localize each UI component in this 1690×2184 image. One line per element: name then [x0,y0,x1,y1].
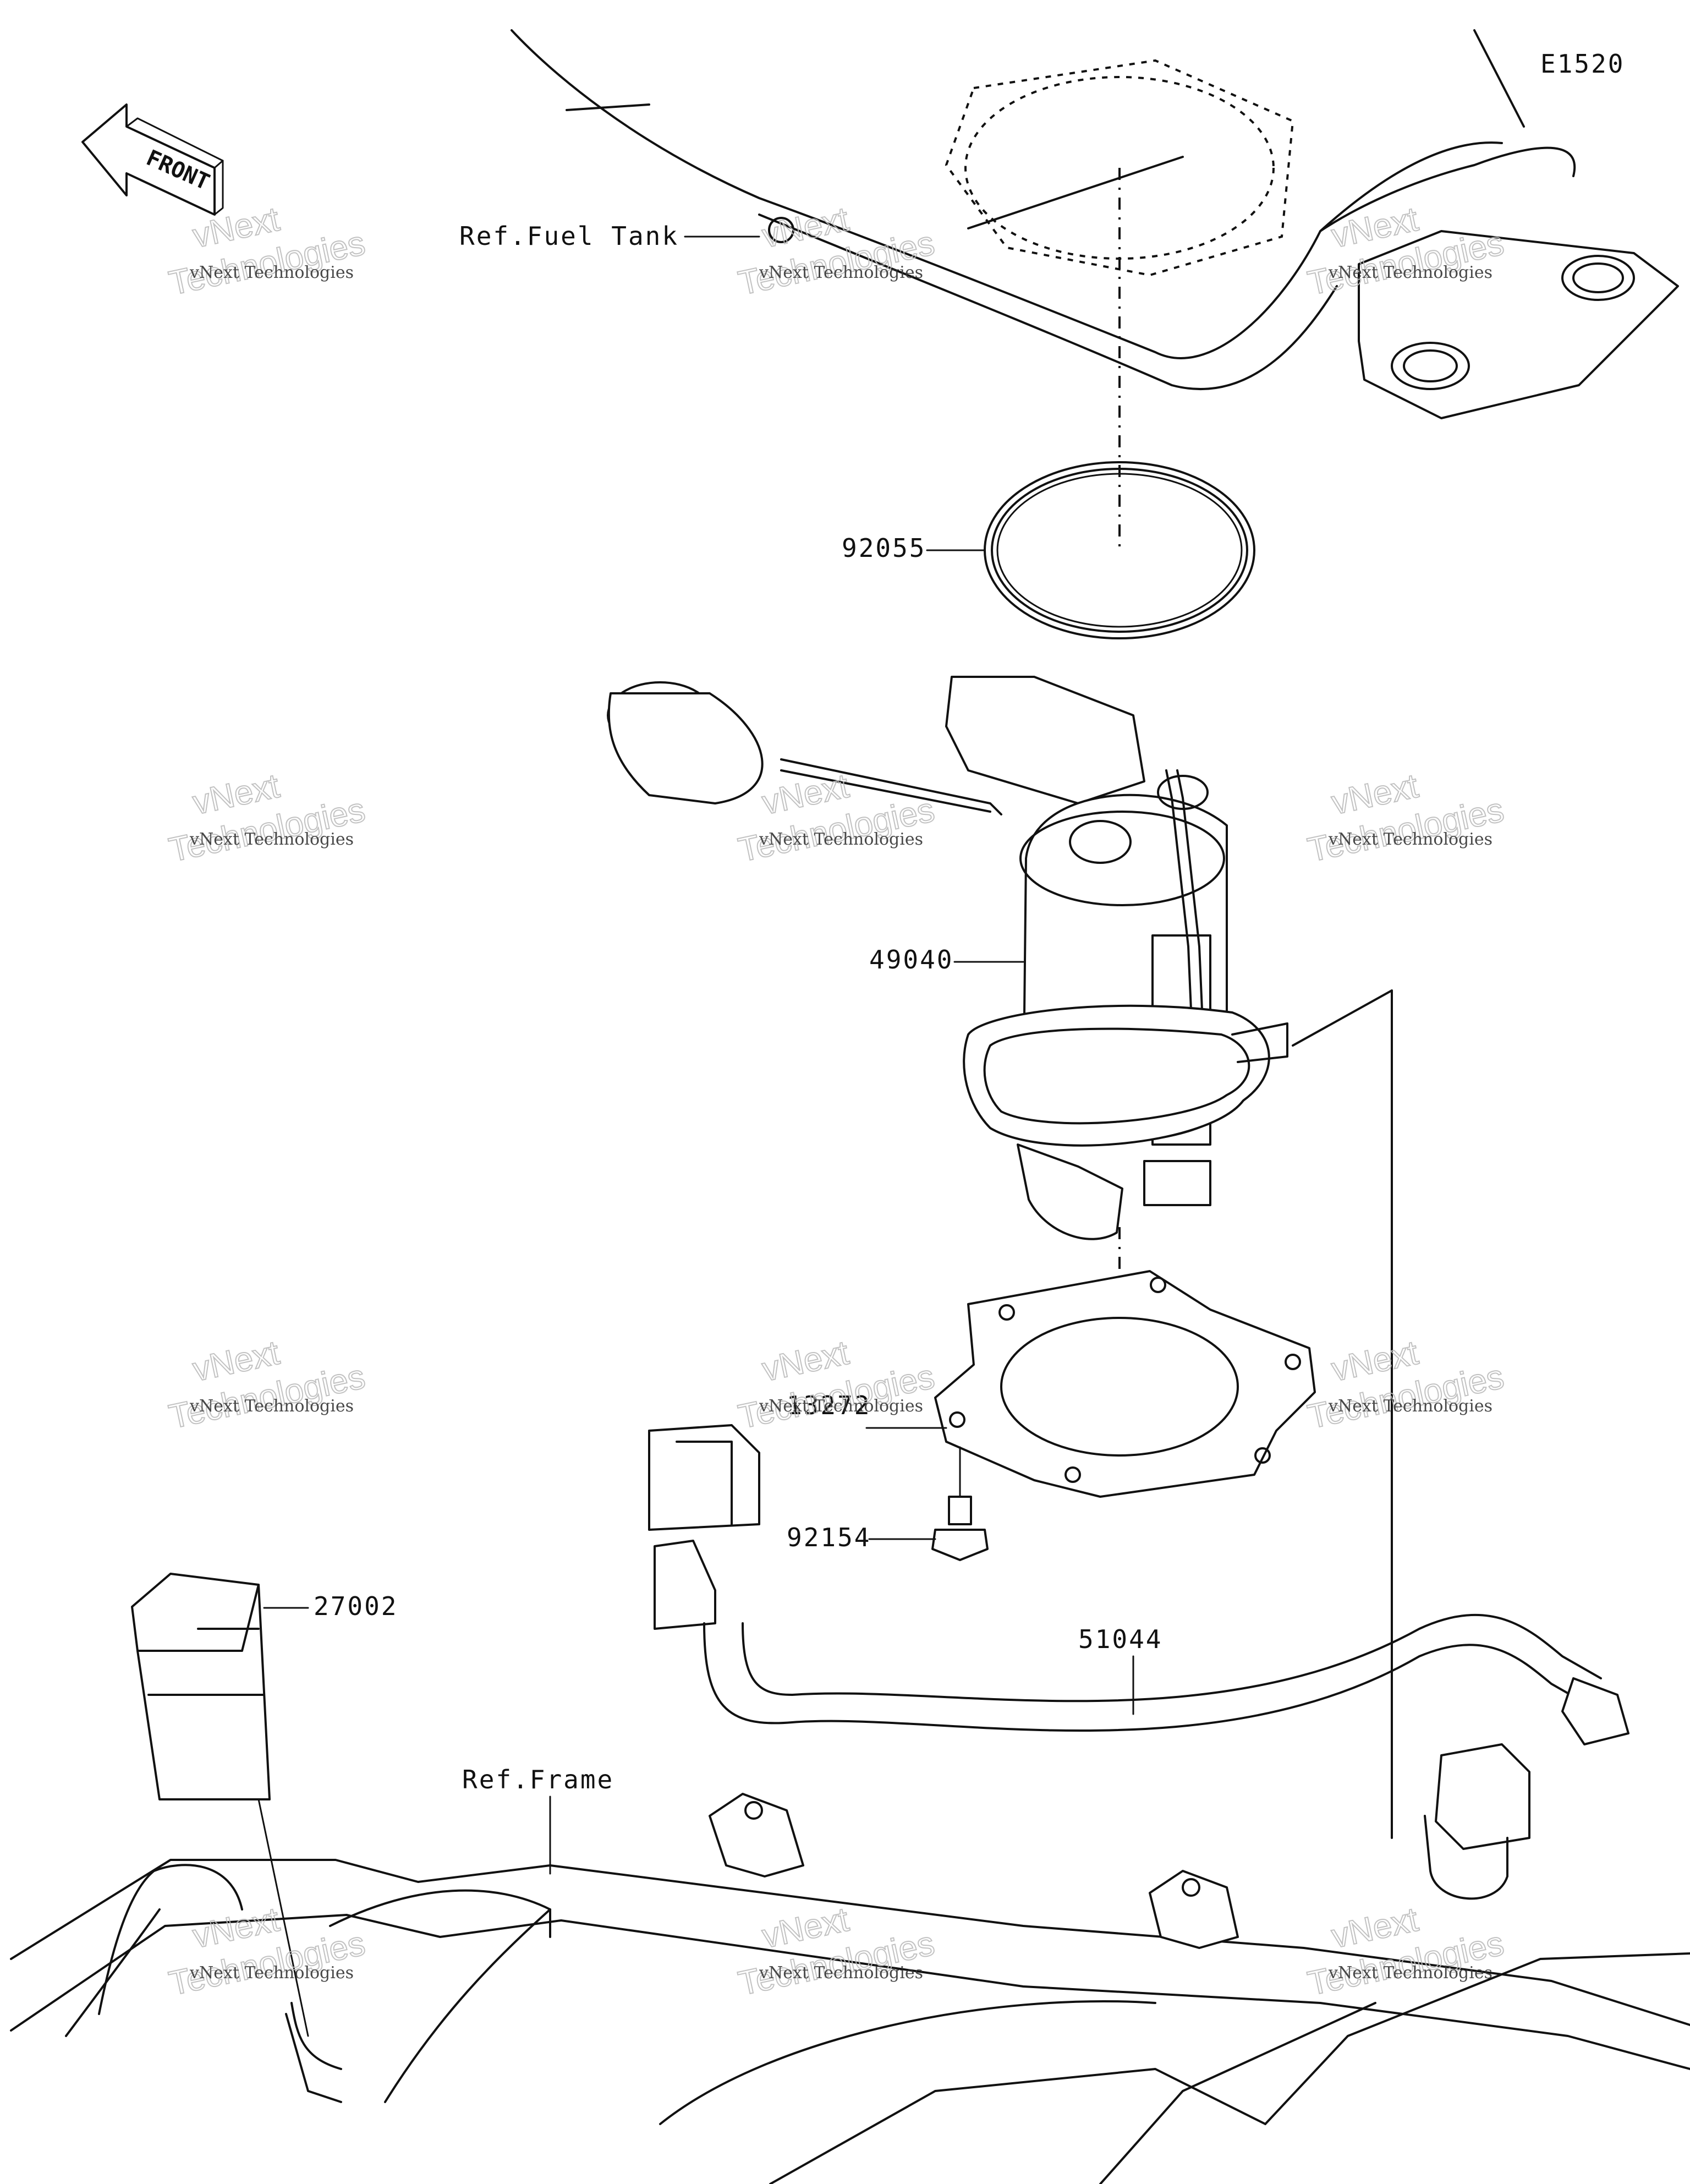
watermark-text: vNext Technologies [189,1397,354,1416]
label-92154: 92154 [787,1523,871,1552]
label-51044: 51044 [1078,1624,1162,1654]
hose-51044 [648,1424,1629,1900]
watermark-text: vNext Technologies [189,830,354,849]
watermark-text: vNext Technologies [189,263,354,282]
watermark-text: vNext Technologies [759,1963,923,1983]
hose-routing-line [1292,989,1393,1839]
watermark-text: vNext Technologies [189,1963,354,1983]
watermark-text: vNext Technologies [759,263,923,282]
plate-13272 [934,1270,1316,1498]
label-ref-fuel-tank: Ref.Fuel Tank [459,221,679,251]
watermark-text: vNext Technologies [1328,1397,1493,1416]
label-13272: 13272 [787,1391,871,1420]
front-arrow-icon: FRONT [81,103,224,216]
watermark-group: vNext Technologies vNext Technologies vN… [165,200,1507,2004]
fuel-pump-49040 [607,676,1288,1240]
gasket-ring-92055 [984,461,1255,639]
watermark-text: vNext Technologies [1328,830,1493,849]
label-27002: 27002 [314,1591,398,1621]
label-ref-frame: Ref.Frame [462,1765,614,1794]
watermark-text: vNext Technologies [1328,263,1493,282]
label-49040: 49040 [869,945,953,975]
diagram-code: E1520 [1540,49,1625,79]
watermark-text: vNext Technologies [1328,1963,1493,1983]
label-92055: 92055 [842,533,926,563]
fuel-tank-ref-outline [511,29,1679,419]
relay-27002 [131,1573,309,2037]
watermark-text: vNext Technologies [759,1397,923,1416]
watermark-text: vNext Technologies [759,830,923,849]
frame-ref-outline [10,1793,1690,2184]
bolt-92154 [931,1446,989,1561]
